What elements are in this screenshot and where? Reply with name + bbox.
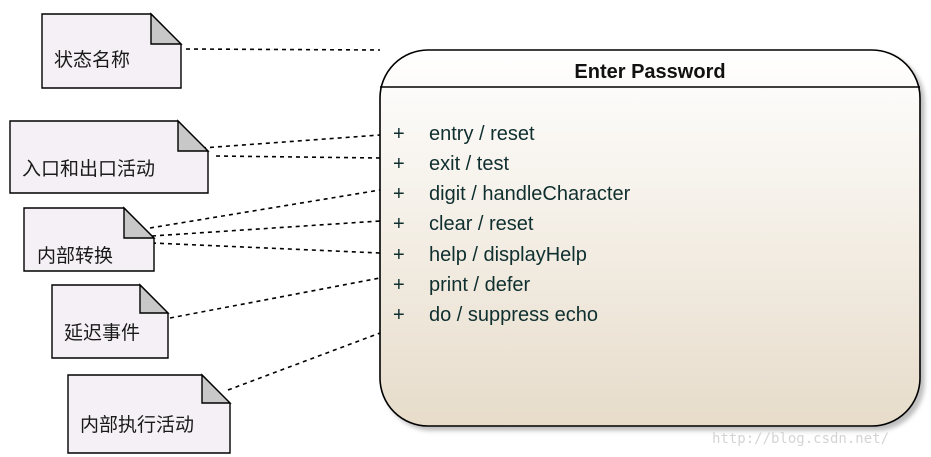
item-marker: + (393, 183, 405, 205)
note-label: 内部转换 (37, 245, 113, 267)
item-text: print / defer (429, 274, 531, 296)
state-item: + print / defer (393, 274, 531, 296)
connector-digit (149, 189, 381, 229)
state-items: + entry / reset + exit / test + digit / … (393, 123, 631, 326)
state-item: + do / suppress echo (393, 304, 598, 326)
connectors (149, 48, 381, 391)
state-item: + digit / handleCharacter (393, 183, 631, 205)
note-entry-exit[interactable]: 入口和出口活动 (9, 119, 210, 194)
connector-print (169, 277, 381, 319)
state-title: Enter Password (574, 61, 725, 83)
connector-help (151, 242, 381, 254)
state-item: + entry / reset (393, 123, 535, 145)
item-text: help / displayHelp (429, 244, 587, 266)
connector-state-name (185, 48, 381, 51)
note-internal-transitions[interactable]: 内部转换 (23, 206, 156, 272)
connector-do (227, 332, 381, 391)
connector-entry (201, 134, 381, 149)
item-text: clear / reset (429, 213, 534, 235)
item-text: digit / handleCharacter (429, 183, 631, 205)
note-state-name[interactable]: 状态名称 (41, 12, 183, 89)
item-marker: + (393, 153, 405, 175)
item-marker: + (393, 304, 405, 326)
watermark: http://blog.csdn.net/ (712, 431, 889, 447)
state-box[interactable] (379, 49, 921, 427)
item-marker: + (393, 213, 405, 235)
state-item: + exit / test (393, 153, 509, 175)
note-label: 延迟事件 (64, 322, 140, 344)
state-item: + help / displayHelp (393, 244, 587, 266)
item-text: entry / reset (429, 123, 535, 145)
item-text: do / suppress echo (429, 304, 598, 326)
connector-exit (215, 155, 381, 159)
connector-clear (151, 220, 381, 237)
item-marker: + (393, 244, 405, 266)
note-label: 内部执行活动 (80, 414, 194, 436)
item-marker: + (393, 123, 405, 145)
state-item: + clear / reset (393, 213, 534, 235)
item-text: exit / test (429, 153, 509, 175)
note-deferred-events[interactable]: 延迟事件 (51, 283, 170, 359)
item-marker: + (393, 274, 405, 296)
note-label: 入口和出口活动 (22, 158, 155, 180)
note-internal-activity[interactable]: 内部执行活动 (67, 373, 232, 454)
note-label: 状态名称 (54, 49, 130, 71)
